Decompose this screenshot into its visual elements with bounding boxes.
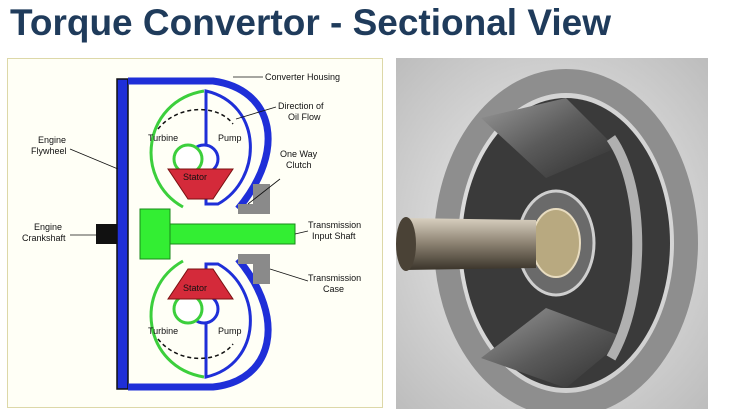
label-engine-flywheel-2: Flywheel (31, 146, 67, 156)
upper-vanes (481, 98, 616, 178)
label-transmission-input-shaft-1: Transmission (308, 220, 361, 230)
label-turbine-bottom: Turbine (148, 326, 178, 336)
pump-top (204, 89, 252, 206)
input-shaft (404, 218, 536, 270)
leader-oil-flow (235, 106, 277, 120)
label-engine-crankshaft-1: Engine (34, 222, 62, 232)
label-engine-flywheel-1: Engine (38, 135, 66, 145)
label-stator-top: Stator (183, 172, 207, 182)
torque-converter-diagram-svg: Converter Housing Direction of Oil Flow … (22, 72, 361, 391)
label-stator-bottom: Stator (183, 283, 207, 293)
transmission-case-bottom (238, 254, 270, 284)
label-one-way-clutch-1: One Way (280, 149, 318, 159)
turbine-bottom (149, 259, 205, 379)
stator-top (167, 168, 234, 200)
page-title: Torque Convertor - Sectional View (10, 2, 612, 43)
oil-flow-arrow-top (157, 108, 234, 130)
label-direction-of-oil-flow-1: Direction of (278, 101, 324, 111)
engine-flywheel (116, 78, 129, 390)
leader-flywheel (69, 148, 119, 170)
label-pump-bottom: Pump (218, 326, 242, 336)
label-converter-housing: Converter Housing (265, 72, 340, 82)
leader-case (269, 268, 309, 282)
stator-bottom (167, 268, 234, 300)
leader-input-shaft (294, 230, 309, 235)
label-transmission-case-2: Case (323, 284, 344, 294)
label-transmission-case-1: Transmission (308, 273, 361, 283)
turbine-hub (139, 208, 171, 260)
label-one-way-clutch-2: Clutch (286, 160, 312, 170)
one-way-clutch-ring (531, 208, 581, 278)
leader-one-way-clutch (247, 178, 281, 205)
cutaway-illustration (396, 58, 708, 409)
shaft-end (396, 217, 416, 271)
lower-vanes (481, 308, 626, 388)
label-pump-top: Pump (218, 133, 242, 143)
label-engine-crankshaft-2: Crankshaft (22, 233, 66, 243)
label-turbine-top: Turbine (148, 133, 178, 143)
oil-flow-arrow-bottom (157, 338, 234, 360)
pump-bottom (204, 262, 252, 379)
label-direction-of-oil-flow-2: Oil Flow (288, 112, 321, 122)
engine-crankshaft (96, 224, 120, 244)
sectional-diagram: Converter Housing Direction of Oil Flow … (7, 58, 383, 408)
turbine-top (149, 89, 205, 209)
right-inner-wall (606, 135, 643, 361)
label-transmission-input-shaft-2: Input Shaft (312, 231, 356, 241)
cutaway-photo (396, 58, 708, 409)
